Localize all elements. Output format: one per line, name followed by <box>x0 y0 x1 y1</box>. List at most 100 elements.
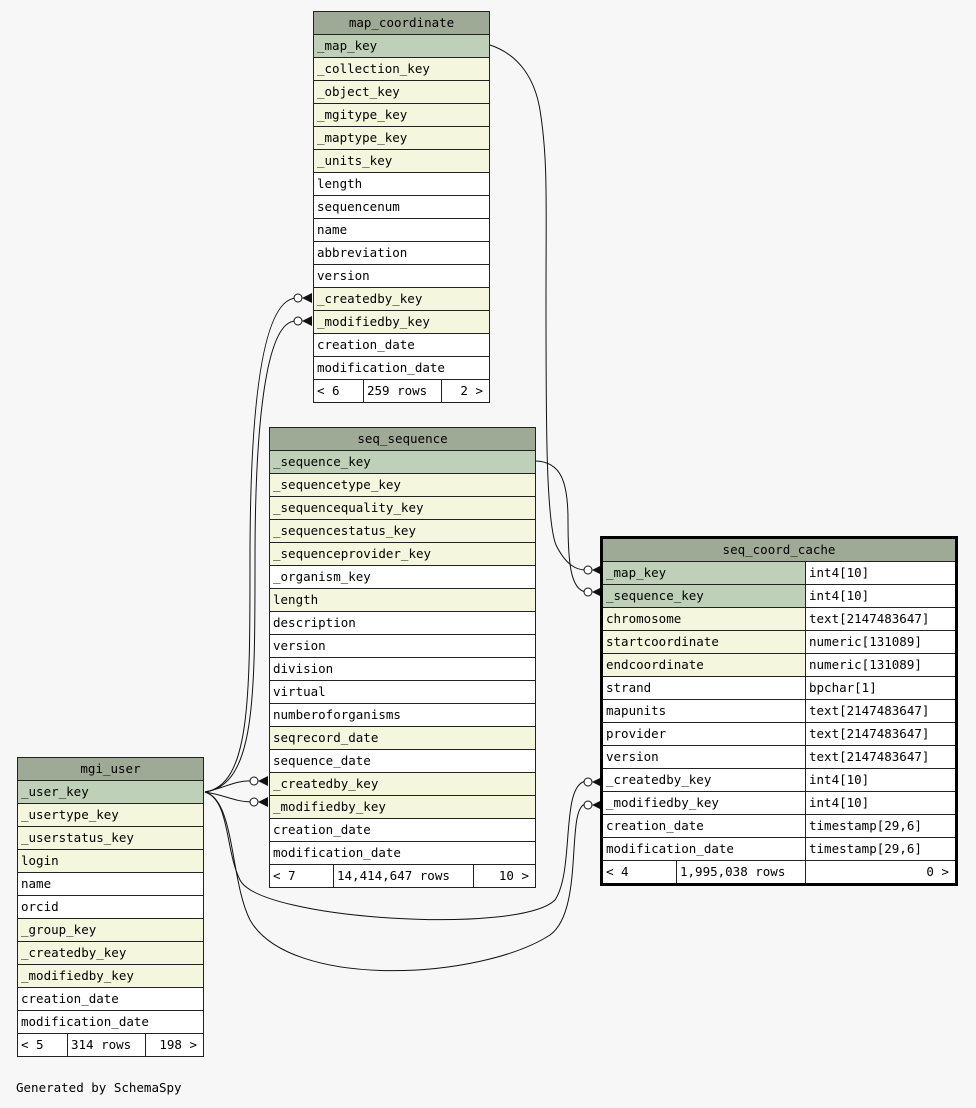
table-footer: < 5 314 rows 198 > <box>18 1034 203 1056</box>
column-row-group-key[interactable]: _group_key <box>18 919 203 942</box>
generated-by-credit: Generated by SchemaSpy <box>16 1080 182 1095</box>
column-row-modification-date[interactable]: modification_date <box>270 842 535 865</box>
column-row-description[interactable]: description <box>270 612 535 635</box>
column-row-units-key[interactable]: _units_key <box>314 150 489 173</box>
table-title[interactable]: seq_sequence <box>270 428 535 451</box>
parents-link[interactable]: < 5 <box>18 1034 68 1056</box>
column-row-sequencestatus-key[interactable]: _sequencestatus_key <box>270 520 535 543</box>
table-title[interactable]: map_coordinate <box>314 12 489 35</box>
column-type: text[2147483647] <box>806 608 955 630</box>
column-name: version <box>603 746 806 768</box>
column-name: mapunits <box>603 700 806 722</box>
column-row-collection-key[interactable]: _collection_key <box>314 58 489 81</box>
row-count: 14,414,647 rows <box>334 865 474 887</box>
table-title[interactable]: seq_coord_cache <box>603 539 955 562</box>
column-row-createdby-key[interactable]: _createdby_key <box>270 773 535 796</box>
column-row-orcid[interactable]: orcid <box>18 896 203 919</box>
column-row-object-key[interactable]: _object_key <box>314 81 489 104</box>
table-map-coordinate[interactable]: map_coordinate _map_key_collection_key_o… <box>313 11 490 403</box>
column-row-virtual[interactable]: virtual <box>270 681 535 704</box>
column-row-modifiedby-key[interactable]: _modifiedby_key <box>270 796 535 819</box>
column-name: modification_date <box>603 838 806 860</box>
column-name: startcoordinate <box>603 631 806 653</box>
column-row-modifiedby-key[interactable]: _modifiedby_key <box>314 311 489 334</box>
parents-link[interactable]: < 7 <box>270 865 334 887</box>
column-name: creation_date <box>603 815 806 837</box>
row-count: 259 rows <box>364 380 442 402</box>
column-row-length[interactable]: length <box>314 173 489 196</box>
column-row-version[interactable]: version <box>314 265 489 288</box>
table-footer: < 7 14,414,647 rows 10 > <box>270 865 535 887</box>
column-row-modification-date[interactable]: modification_date <box>18 1011 203 1034</box>
column-row-maptype-key[interactable]: _maptype_key <box>314 127 489 150</box>
column-type: timestamp[29,6] <box>806 815 955 837</box>
children-link[interactable]: 0 > <box>926 864 949 879</box>
column-row-numberoforganisms[interactable]: numberoforganisms <box>270 704 535 727</box>
edge-user-to-cache-createdby <box>204 780 587 921</box>
parents-link[interactable]: < 4 <box>603 861 677 883</box>
column-name: _sequence_key <box>603 585 806 607</box>
column-row-creation-date[interactable]: creation_date <box>314 334 489 357</box>
column-type: text[2147483647] <box>806 746 955 768</box>
column-row-division[interactable]: division <box>270 658 535 681</box>
edge-seq-to-cache-seqkey <box>535 460 587 593</box>
column-row-creation-date[interactable]: creation_date <box>18 988 203 1011</box>
column-row-modification-date[interactable]: modification_date <box>314 357 489 380</box>
column-row-sequence-date[interactable]: sequence_date <box>270 750 535 773</box>
column-row-userstatus-key[interactable]: _userstatus_key <box>18 827 203 850</box>
column-row-usertype-key[interactable]: _usertype_key <box>18 804 203 827</box>
column-type: bpchar[1] <box>806 677 955 699</box>
column-row-sequencetype-key[interactable]: _sequencetype_key <box>270 474 535 497</box>
children-link[interactable]: 2 > <box>460 383 483 398</box>
children-link[interactable]: 10 > <box>498 868 529 883</box>
column-row-createdby-key[interactable]: _createdby_key <box>18 942 203 965</box>
column-row-user-key[interactable]: _user_key <box>18 781 203 804</box>
column-row-name[interactable]: name <box>18 873 203 896</box>
column-row-name[interactable]: name <box>314 219 489 242</box>
column-name: endcoordinate <box>603 654 806 676</box>
column-row-sequence-key[interactable]: _sequence_key <box>270 451 535 474</box>
column-name: _createdby_key <box>603 769 806 791</box>
parents-link[interactable]: < 6 <box>314 380 364 402</box>
column-row-mgitype-key[interactable]: _mgitype_key <box>314 104 489 127</box>
column-row-sequenceprovider-key[interactable]: _sequenceprovider_key <box>270 543 535 566</box>
column-row-sequencequality-key[interactable]: _sequencequality_key <box>270 497 535 520</box>
table-title[interactable]: mgi_user <box>18 758 203 781</box>
column-type: text[2147483647] <box>806 700 955 722</box>
column-row-createdby-key[interactable]: _createdby_key <box>314 288 489 311</box>
column-row-login[interactable]: login <box>18 850 203 873</box>
children-link[interactable]: 198 > <box>159 1037 197 1052</box>
column-row-organism-key[interactable]: _organism_key <box>270 566 535 589</box>
column-type: int4[10] <box>806 562 955 584</box>
table-footer: < 6 259 rows 2 > <box>314 380 489 402</box>
column-row-sequencenum[interactable]: sequencenum <box>314 196 489 219</box>
column-type: int4[10] <box>806 769 955 791</box>
column-row-modifiedby-key[interactable]: _modifiedby_key <box>18 965 203 988</box>
column-name: _modifiedby_key <box>603 792 806 814</box>
table-footer: < 4 1,995,038 rows 0 > <box>603 861 955 883</box>
edge-user-to-cache-modifiedby <box>204 791 587 972</box>
column-row-length[interactable]: length <box>270 589 535 612</box>
column-row-version[interactable]: version <box>270 635 535 658</box>
column-row-seqrecord-date[interactable]: seqrecord_date <box>270 727 535 750</box>
table-mgi-user[interactable]: mgi_user _user_key_usertype_key_userstat… <box>17 757 204 1057</box>
column-name: strand <box>603 677 806 699</box>
column-row-abbreviation[interactable]: abbreviation <box>314 242 489 265</box>
column-row-map-key[interactable]: _map_key <box>314 35 489 58</box>
column-row-creation-date[interactable]: creation_date <box>270 819 535 842</box>
table-seq-sequence[interactable]: seq_sequence _sequence_key_sequencetype_… <box>269 427 536 888</box>
